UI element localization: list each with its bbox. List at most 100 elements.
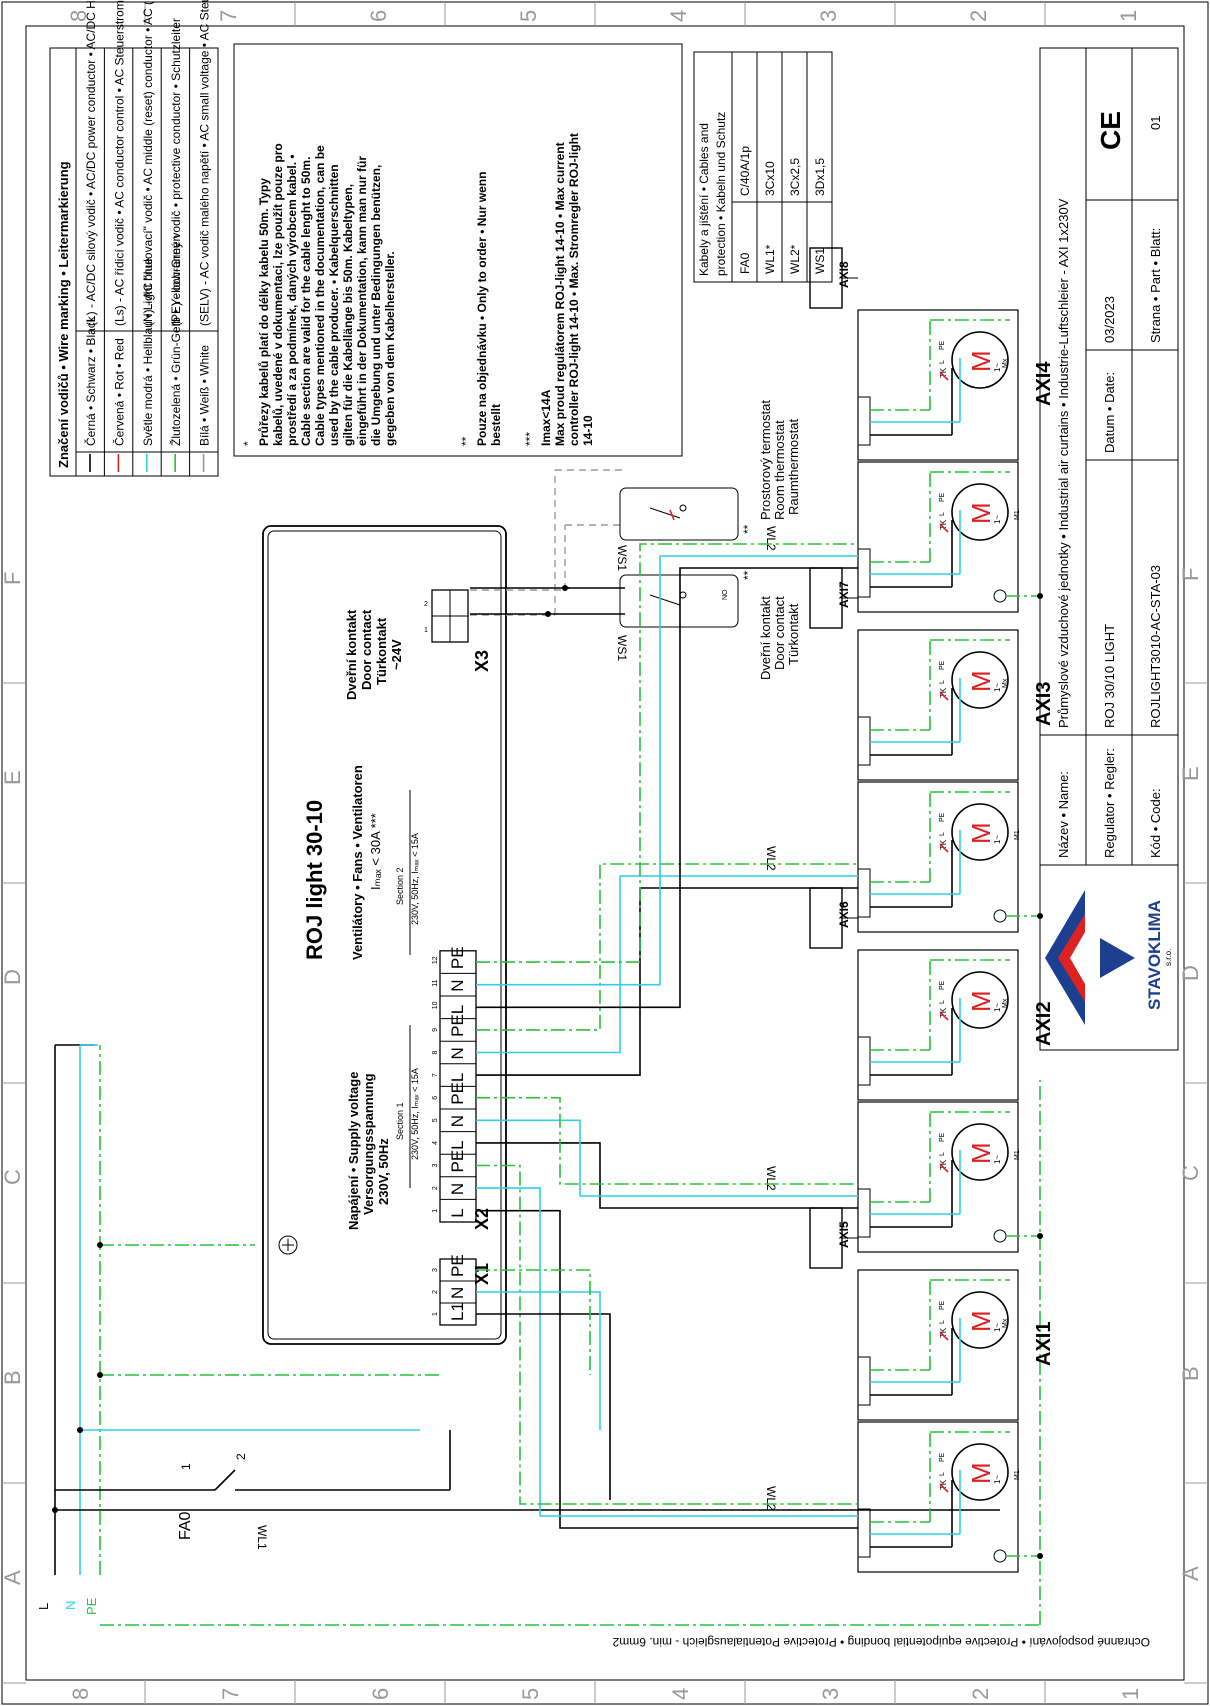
- l-label: L: [939, 1152, 946, 1156]
- terminal-label: PE: [448, 1150, 467, 1173]
- tb-date-value: 03/2023: [1102, 296, 1117, 343]
- grid-col-label: E: [1178, 766, 1203, 781]
- motor-phase: 1~: [993, 683, 1002, 692]
- motor-phase: 1~: [993, 1323, 1002, 1332]
- grid-col-label: C: [1178, 1165, 1203, 1181]
- tk-label: TK: [939, 687, 948, 698]
- line-pe-label: PE: [84, 1597, 99, 1615]
- grid-row-label: 4: [668, 1688, 693, 1700]
- grid-row-label: 4: [666, 10, 691, 22]
- no-label: NO: [722, 589, 729, 600]
- bonding-text: Ochranné pospojování • Protective equipo…: [612, 1635, 1150, 1649]
- note-star1-line: Průřezy kabelů platí do délky kabelu 50m…: [257, 178, 271, 446]
- terminal-label: N: [448, 979, 467, 991]
- stavoklima-logo: STAVOKLIMA s.r.o.: [1045, 890, 1173, 1025]
- note-star1-line: kabelů, uvedené v dokumentaci, lze použí…: [271, 143, 285, 446]
- motor-id: Mx: [1002, 1318, 1009, 1328]
- grid-row-label: 2: [966, 10, 991, 22]
- terminal-number: 9: [432, 1028, 439, 1032]
- note-star1-line: eingeführt in der Dokumentation, kann ma…: [355, 156, 369, 446]
- grid-col-label: E: [0, 770, 25, 785]
- pe-label: PE: [939, 340, 946, 350]
- axi-name: AXI2: [1033, 1002, 1055, 1046]
- supply-lines: L N PE FA0 1 2 WL1: [36, 1044, 1000, 1615]
- supply-1: Napájení • Supply voltage: [346, 1072, 361, 1230]
- motor-m: M: [966, 670, 996, 692]
- wl2-label: WL2: [764, 1166, 778, 1191]
- legend-description: (N) - AC "nulovací" vodič • AC middle (r…: [141, 0, 155, 326]
- note-star1-line: Cable section are valid for the cable le…: [299, 157, 313, 446]
- tb-part-value: 01: [1148, 116, 1163, 130]
- section2-label: Section 2: [395, 867, 405, 905]
- tb-reg-value: ROJ 30/10 LIGHT: [1102, 624, 1117, 728]
- axi-name: AXI4: [1033, 361, 1055, 406]
- cables-table: Kabely a jištění • Cables and protection…: [693, 51, 833, 283]
- x2-label: X2: [472, 1208, 492, 1230]
- l-label: L: [939, 1472, 946, 1476]
- terminal-number: 5: [432, 1118, 439, 1122]
- cable-id: FA0: [738, 252, 752, 274]
- line-l-label: L: [36, 1603, 51, 1610]
- line-n-label: N: [63, 1601, 78, 1610]
- fa0-pin2: 2: [234, 1453, 248, 1460]
- section2-spec: 230V, 50Hz, Iₘₐₓ < 15A: [410, 833, 420, 925]
- l-label: L: [939, 1000, 946, 1004]
- grid-row-label: 7: [216, 10, 241, 22]
- motor-phase: 1~: [993, 515, 1002, 524]
- motor-phase: 1~: [993, 835, 1002, 844]
- terminal-label: N: [448, 1183, 467, 1195]
- pe-label: PE: [939, 1300, 946, 1310]
- note-star1-line: Cable types mentioned in the documentati…: [313, 145, 327, 446]
- terminal-label: N: [448, 1047, 467, 1059]
- terminal-number: 12: [432, 956, 439, 964]
- grid-row-label: 6: [366, 10, 391, 22]
- acc-room-2: Room thermostat: [772, 420, 787, 520]
- note-star1-line: used by the cable producer. • Kabelquers…: [327, 164, 341, 446]
- motor-m: M: [966, 1142, 996, 1164]
- grid-row-label: 3: [818, 1688, 843, 1700]
- grid-col-label: A: [1178, 1566, 1203, 1581]
- tb-name-value: Průmyslové vzduchové jednotky • Industri…: [1056, 198, 1071, 728]
- pe-label: PE: [939, 812, 946, 822]
- axi-box-label: AXI6: [837, 901, 851, 928]
- wl1-label: WL1: [255, 1525, 269, 1550]
- note-star3-mark: ***: [523, 432, 537, 446]
- motor-id: M1: [1014, 510, 1021, 520]
- axi-box-label: AXI8: [837, 261, 851, 288]
- motor-id: Mx: [1002, 998, 1009, 1008]
- door-3: Türkontakt: [374, 617, 389, 685]
- motor-m: M: [966, 502, 996, 524]
- grid-col-label: F: [1178, 568, 1203, 581]
- cable-id: WS1: [813, 248, 827, 274]
- x3-label: X3: [472, 650, 492, 672]
- legend-color-name: Žlutozelená • Grün-Gelb • Yellow-Green: [168, 235, 183, 446]
- door-4: ~24V: [389, 639, 404, 670]
- tk-label: TK: [939, 1159, 948, 1170]
- grid-row-label: 1: [1116, 10, 1141, 22]
- terminal-number: 2: [432, 1186, 439, 1190]
- motor-id: Mx: [1002, 678, 1009, 688]
- terminal-label: L: [448, 1140, 467, 1149]
- tb-code-value: ROJLIGHT3010-AC-STA-03: [1148, 565, 1163, 728]
- grid-row-label: 8: [66, 10, 91, 22]
- ce-mark: CE: [1095, 111, 1126, 150]
- cable-id: WL2*: [788, 244, 802, 274]
- note-star1-line: prostředí a za podmínek, daných výrobcem…: [285, 154, 299, 446]
- axi-name: AXI1: [1033, 1322, 1055, 1366]
- legend-description: (SELV) - AC vodič malého napětí • AC sma…: [198, 0, 212, 326]
- motor-id: M1: [1014, 1470, 1021, 1480]
- note-star2-line: bestellt: [489, 404, 503, 446]
- motor-m: M: [966, 1310, 996, 1332]
- terminal-label: PE: [448, 1254, 467, 1277]
- door-2: Door contact: [359, 609, 374, 690]
- legend-color-name: Bílá • Weiß • White: [198, 345, 212, 446]
- motor-m: M: [966, 990, 996, 1012]
- tb-name-label: Název • Name:: [1056, 771, 1071, 858]
- grid-row-label: 5: [518, 1688, 543, 1700]
- tk-label: TK: [939, 1327, 948, 1338]
- note-star1-line: die Umgebung und unter Bedingungen benüt…: [369, 165, 383, 446]
- terminal-number: 4: [432, 1141, 439, 1145]
